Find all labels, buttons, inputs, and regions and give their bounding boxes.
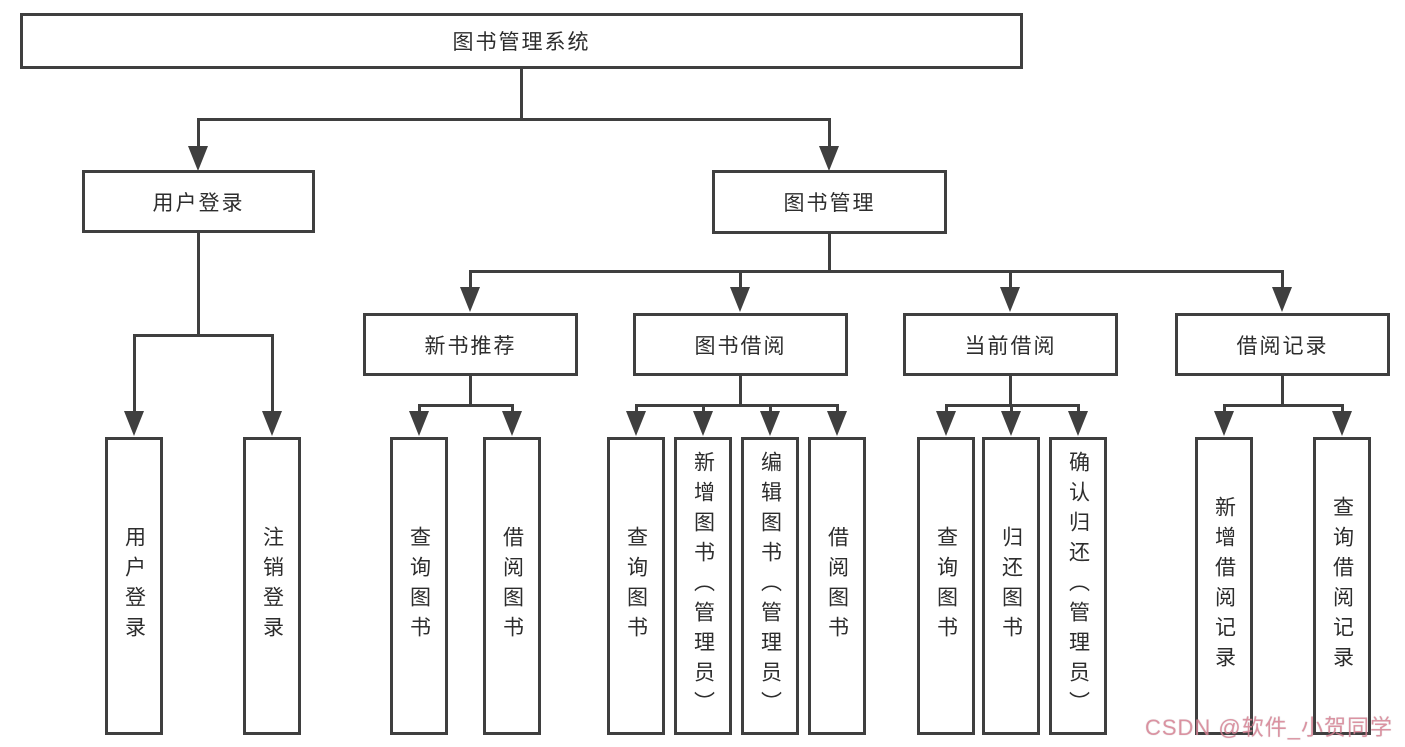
arrow-to-newbook-query <box>409 411 429 436</box>
leaf-newbook-borrow: 借阅图书 <box>483 437 541 735</box>
connector-recommend-stub-1 <box>418 404 421 414</box>
leaf-logout-label: 注销登录 <box>260 526 284 646</box>
leaf-borrow-book: 借阅图书 <box>808 437 866 735</box>
connector-leaf-login-stub <box>133 334 136 414</box>
leaf-record-query: 查询借阅记录 <box>1313 437 1371 735</box>
connector-root-rail <box>197 118 831 121</box>
connector-borrow-rail <box>635 404 839 407</box>
leaf-current-query-label: 查询图书 <box>934 526 958 646</box>
arrow-to-current-confirm-return <box>1068 411 1088 436</box>
arrow-to-current-borrow <box>1000 287 1020 312</box>
connector-current-stub-1 <box>945 404 948 414</box>
node-root-label: 图书管理系统 <box>452 31 591 54</box>
node-book-borrow-label: 图书借阅 <box>694 334 787 358</box>
node-user-login-label: 用户登录 <box>152 191 245 215</box>
leaf-newbook-borrow-label: 借阅图书 <box>500 526 524 646</box>
connector-user-login-stem <box>197 233 200 337</box>
node-borrow-records-label: 借阅记录 <box>1236 334 1329 358</box>
node-current-borrow: 当前借阅 <box>903 313 1118 376</box>
connector-book-mgmt-rail <box>469 270 1283 273</box>
leaf-borrow-add-label: 新增图书（管理员） <box>691 451 715 721</box>
arrow-to-new-book-recommend <box>460 287 480 312</box>
connector-l3-stub-2 <box>739 270 742 290</box>
node-current-borrow-label: 当前借阅 <box>964 334 1057 358</box>
connector-user-login-stub <box>197 118 200 150</box>
arrow-to-leaf-logout <box>262 411 282 436</box>
connector-records-stub-1 <box>1223 404 1226 414</box>
arrow-to-record-add <box>1214 411 1234 436</box>
connector-borrow-stub-4 <box>836 404 839 414</box>
connector-l3-stub-1 <box>469 270 472 290</box>
leaf-record-add: 新增借阅记录 <box>1195 437 1253 735</box>
connector-records-stem <box>1281 376 1284 407</box>
connector-recommend-rail <box>418 404 514 407</box>
connector-recommend-stub-2 <box>511 404 514 414</box>
arrow-to-current-return <box>1001 411 1021 436</box>
arrow-to-newbook-borrow <box>502 411 522 436</box>
arrow-to-borrow-records <box>1272 287 1292 312</box>
node-borrow-records: 借阅记录 <box>1175 313 1390 376</box>
node-book-borrow: 图书借阅 <box>633 313 848 376</box>
leaf-borrow-query: 查询图书 <box>607 437 665 735</box>
connector-user-login-rail <box>133 334 274 337</box>
connector-borrow-stub-2 <box>702 404 705 414</box>
node-new-book-recommend: 新书推荐 <box>363 313 578 376</box>
leaf-borrow-query-label: 查询图书 <box>624 526 648 646</box>
connector-records-rail <box>1223 404 1344 407</box>
leaf-current-confirm-return-label: 确认归还（管理员） <box>1066 451 1090 721</box>
csdn-watermark: CSDN @软件_小贺同学 <box>1144 715 1393 740</box>
leaf-current-return: 归还图书 <box>982 437 1040 735</box>
leaf-current-confirm-return: 确认归还（管理员） <box>1049 437 1107 735</box>
connector-leaf-logout-stub <box>271 334 274 414</box>
arrow-to-borrow-book <box>827 411 847 436</box>
arrow-to-record-query <box>1332 411 1352 436</box>
arrow-to-current-query <box>936 411 956 436</box>
leaf-record-query-label: 查询借阅记录 <box>1330 496 1354 676</box>
leaf-borrow-book-label: 借阅图书 <box>825 526 849 646</box>
node-book-management: 图书管理 <box>712 170 947 234</box>
arrow-to-book-management <box>819 146 839 171</box>
arrow-to-borrow-edit <box>760 411 780 436</box>
leaf-newbook-query-label: 查询图书 <box>407 526 431 646</box>
connector-book-mgmt-stub <box>828 118 831 150</box>
arrow-to-leaf-login <box>124 411 144 436</box>
leaf-borrow-add: 新增图书（管理员） <box>674 437 732 735</box>
connector-borrow-stub-3 <box>769 404 772 414</box>
leaf-newbook-query: 查询图书 <box>390 437 448 735</box>
arrow-to-book-borrow <box>730 287 750 312</box>
connector-current-stub-2 <box>1010 404 1013 414</box>
leaf-current-query: 查询图书 <box>917 437 975 735</box>
node-book-management-label: 图书管理 <box>783 192 876 215</box>
connector-current-stub-3 <box>1077 404 1080 414</box>
connector-borrow-stub-1 <box>635 404 638 414</box>
node-new-book-recommend-label: 新书推荐 <box>424 334 517 358</box>
leaf-borrow-edit-label: 编辑图书（管理员） <box>758 451 782 721</box>
connector-book-mgmt-stem <box>828 234 831 273</box>
connector-current-stem <box>1009 376 1012 407</box>
connector-l3-stub-4 <box>1281 270 1284 290</box>
connector-root-stem <box>520 69 523 120</box>
leaf-current-return-label: 归还图书 <box>999 526 1023 646</box>
leaf-record-add-label: 新增借阅记录 <box>1212 496 1236 676</box>
leaf-borrow-edit: 编辑图书（管理员） <box>741 437 799 735</box>
connector-records-stub-2 <box>1341 404 1344 414</box>
arrow-to-user-login <box>188 146 208 171</box>
connector-l3-stub-3 <box>1009 270 1012 290</box>
arrow-to-borrow-query <box>626 411 646 436</box>
connector-recommend-stem <box>469 376 472 407</box>
leaf-logout: 注销登录 <box>243 437 301 735</box>
leaf-user-login-label: 用户登录 <box>122 526 146 646</box>
connector-borrow-stem <box>739 376 742 407</box>
leaf-user-login: 用户登录 <box>105 437 163 735</box>
node-root: 图书管理系统 <box>20 13 1023 69</box>
arrow-to-borrow-add <box>693 411 713 436</box>
node-user-login: 用户登录 <box>82 170 315 233</box>
